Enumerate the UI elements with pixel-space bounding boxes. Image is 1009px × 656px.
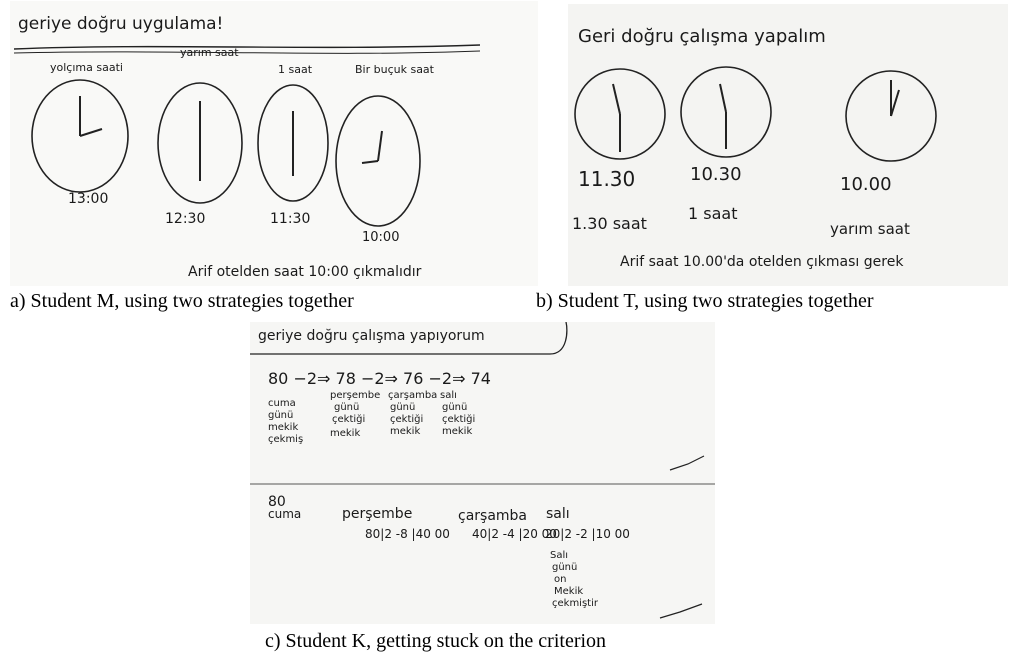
heading-frame (250, 322, 568, 355)
clock-4-face (335, 95, 421, 227)
col-4-line-4: mekik (442, 426, 472, 437)
clock-1-hand (79, 128, 103, 137)
panel-a-heading: geriye doğru uygulama! (18, 14, 223, 34)
time-2: 10.30 (690, 164, 742, 185)
col-4-line-1: salı (440, 390, 457, 401)
heading-underline-2 (13, 50, 481, 54)
col-1-line-1: cuma (268, 398, 296, 409)
panel-b-drawing: Geri doğru çalışma yapalım 11.30 10.30 1… (572, 26, 937, 270)
panel-c-drawing: geriye doğru çalışma yapıyorum 80 −2⇒ 78… (250, 322, 715, 619)
subtraction-chain: 80 −2⇒ 78 −2⇒ 76 −2⇒ 74 (268, 369, 491, 388)
clock-1-time: 13:00 (68, 191, 108, 207)
col-3-line-2: günü (390, 402, 415, 413)
clock-4-hand (361, 160, 379, 164)
col-3-line-1: çarşamba (388, 390, 437, 401)
panel-b-heading: Geri doğru çalışma yapalım (578, 26, 826, 47)
final-note-line-5: çekmiştir (552, 598, 599, 609)
final-note-line-3: on (554, 574, 566, 585)
col-2-line-1: perşembe (330, 390, 380, 401)
clock-1-label: yolçıma saati (50, 61, 123, 74)
col-4-line-3: çektiği (442, 413, 475, 425)
time-1: 11.30 (578, 167, 635, 191)
caption-b: b) Student T, using two strategies toget… (536, 290, 874, 312)
panel-b-conclusion: Arif saat 10.00'da otelden çıkması gerek (620, 254, 904, 270)
panel-a-student-m: geriye doğru uygulama! yolçıma saati 13:… (10, 1, 538, 286)
clock-4-hand (377, 130, 383, 162)
col-2-line-3: çektiği (332, 413, 365, 425)
division-1: 80|2 -8 |40 00 (365, 527, 450, 541)
clock-3-label: 1 saat (278, 63, 313, 76)
second-row-day-3: çarşamba (458, 508, 527, 524)
clock-1-hand (612, 83, 621, 115)
panel-a-drawing: geriye doğru uygulama! yolçıma saati 13:… (13, 14, 481, 280)
panel-a-conclusion: Arif otelden saat 10:00 çıkmalıdır (188, 264, 422, 280)
check-mark-2 (659, 603, 703, 619)
clock-4-label: Bir buçuk saat (355, 63, 435, 76)
panel-c-student-k: geriye doğru çalışma yapıyorum 80 −2⇒ 78… (250, 322, 715, 624)
clock-3-hand (890, 89, 900, 117)
clock-2-label: yarım saat (180, 46, 239, 59)
final-note-line-4: Mekik (554, 586, 583, 597)
col-3-line-4: mekik (390, 426, 420, 437)
panel-c-heading: geriye doğru çalışma yapıyorum (258, 328, 485, 344)
second-row-day-4: salı (546, 506, 570, 522)
clock-2-face (680, 66, 772, 158)
panel-b-student-t: Geri doğru çalışma yapalım 11.30 10.30 1… (568, 4, 1008, 286)
clock-3-time: 11:30 (270, 211, 310, 227)
col-1-line-4: çekmiş (268, 434, 303, 445)
clock-1-face (574, 68, 666, 160)
clock-4-time: 10:00 (362, 230, 399, 245)
clock-3-face (845, 70, 937, 162)
clock-1-face (31, 79, 129, 193)
check-mark (669, 455, 705, 471)
label-3: yarım saat (830, 220, 910, 238)
clock-2-time: 12:30 (165, 211, 205, 227)
col-1-line-3: mekik (268, 422, 298, 433)
col-2-line-2: günü (334, 402, 359, 413)
time-3: 10.00 (840, 174, 892, 195)
caption-c: c) Student K, getting stuck on the crite… (265, 630, 607, 652)
clock-2-face (157, 82, 243, 204)
col-3-line-3: çektiği (390, 413, 423, 425)
heading-underline (13, 44, 481, 50)
col-4-line-2: günü (442, 402, 467, 413)
clock-3-face (257, 84, 329, 202)
label-1: 1.30 saat (572, 214, 647, 233)
final-note-line-1: Salı (550, 550, 568, 561)
col-1-line-2: günü (268, 410, 293, 421)
caption-a: a) Student M, using two strategies toget… (10, 290, 354, 312)
division-3: 20|2 -2 |10 00 (545, 527, 630, 541)
final-note-line-2: günü (552, 562, 577, 573)
second-row-day-2: perşembe (342, 506, 412, 522)
label-2: 1 saat (688, 204, 737, 223)
col-2-line-4: mekik (330, 428, 360, 439)
second-row-day-1: cuma (268, 507, 301, 521)
second-row-start: 80 (268, 494, 286, 510)
clock-2-hand (719, 83, 727, 113)
division-2: 40|2 -4 |20 00 (472, 527, 557, 541)
